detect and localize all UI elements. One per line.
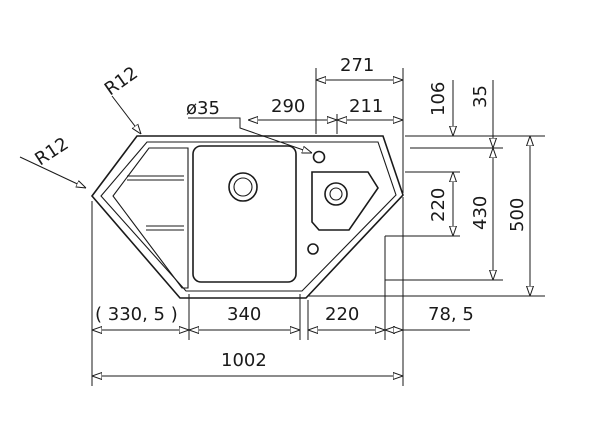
dim-271-label: 271 [340,55,374,76]
dim-220-horizontal-label: 220 [325,304,359,325]
small-bowl-drain [324,182,348,206]
sink-outline [90,135,404,299]
dim-35-label: 35 [470,85,491,108]
leaders [19,95,312,188]
main-bowl-drain [228,172,258,202]
dim-330-5-label: ( 330, 5 ) [95,304,178,325]
horizontal-dimensions [92,80,470,376]
tap-hole [312,150,326,164]
drainboard [112,147,189,289]
main-bowl [192,145,297,283]
dim-290-label: 290 [271,96,305,117]
dim-106-label: 106 [428,82,449,116]
tap-hole-diameter-label: ø35 [186,98,220,119]
radius-label-top: R12 [101,63,142,101]
vertical-dimensions [453,80,530,296]
dim-430-label: 430 [470,196,491,230]
small-bowl [311,171,379,231]
overflow-hole [307,243,319,255]
dim-220-vertical-label: 220 [428,188,449,222]
dim-211-label: 211 [349,96,383,117]
dim-78-5-label: 78, 5 [428,304,474,325]
dim-340-label: 340 [227,304,261,325]
dim-500-label: 500 [507,198,528,232]
dim-1002-label: 1002 [221,350,267,371]
